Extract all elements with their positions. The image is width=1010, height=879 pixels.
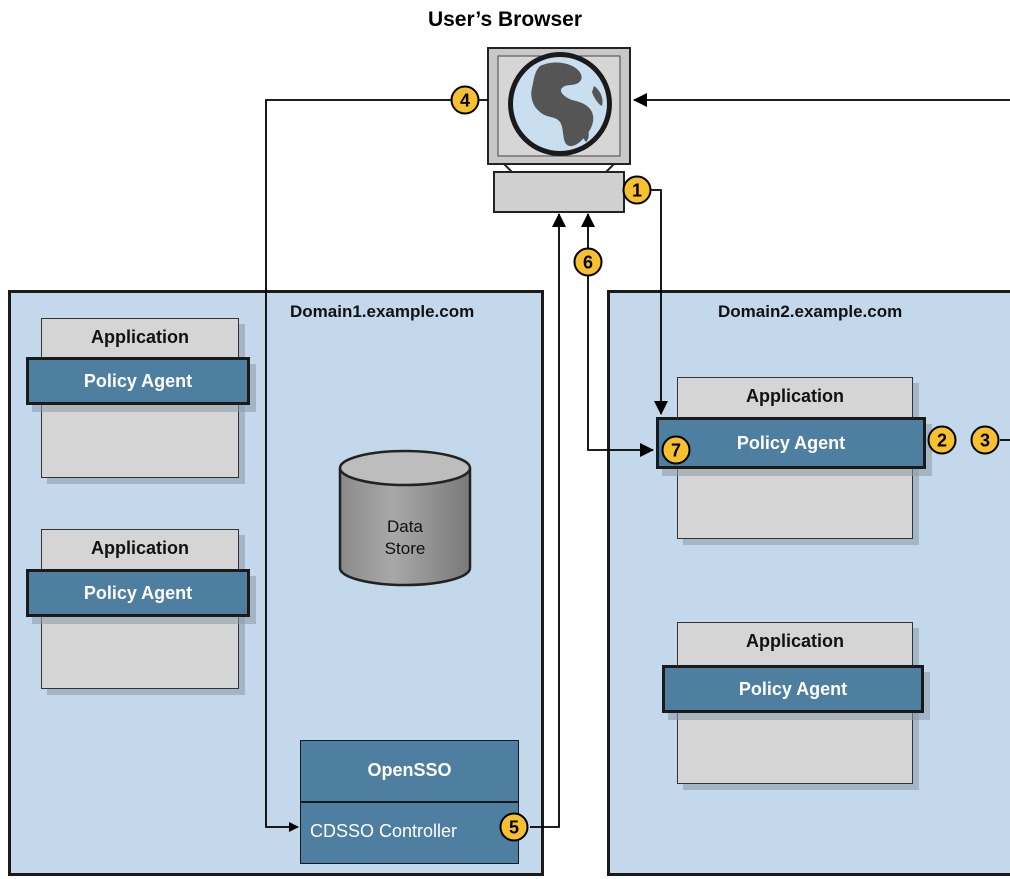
svg-text:3: 3 (980, 431, 990, 451)
step-badge-3: 3 (970, 425, 1000, 455)
step-badge-2: 2 (927, 425, 957, 455)
svg-text:1: 1 (632, 181, 642, 201)
svg-text:2: 2 (937, 431, 947, 451)
svg-text:4: 4 (460, 91, 470, 111)
step-badge-1: 1 (622, 175, 652, 205)
browser-title: User’s Browser (427, 8, 583, 31)
policy-agent: Policy Agent (26, 569, 250, 617)
application-label: Application (91, 538, 189, 558)
globe-icon (508, 52, 612, 156)
svg-text:6: 6 (583, 253, 593, 273)
policy-agent: Policy Agent (26, 357, 250, 405)
svg-text:7: 7 (671, 441, 681, 461)
cdsso-controller-label: CDSSO Controller (310, 821, 458, 841)
svg-text:5: 5 (509, 818, 519, 838)
opensso-title: OpenSSO (367, 760, 452, 780)
application-label: Application (746, 386, 844, 406)
data-store-icon (338, 449, 472, 587)
domain1-label: Domain1.example.com (290, 302, 475, 321)
data-store-line2: Store (384, 539, 426, 558)
policy-agent: Policy Agent (662, 665, 924, 713)
policy-agent: Policy Agent (656, 417, 926, 469)
step-badge-6: 6 (573, 247, 603, 277)
step-badge-4: 4 (450, 85, 480, 115)
step-badge-5: 5 (499, 812, 529, 842)
application-label: Application (746, 631, 844, 651)
data-store-line1: Data (387, 517, 423, 536)
step-badge-7: 7 (661, 435, 691, 465)
data-store-label: Data Store (345, 516, 465, 560)
domain2-label: Domain2.example.com (718, 302, 903, 321)
application-label: Application (91, 327, 189, 347)
